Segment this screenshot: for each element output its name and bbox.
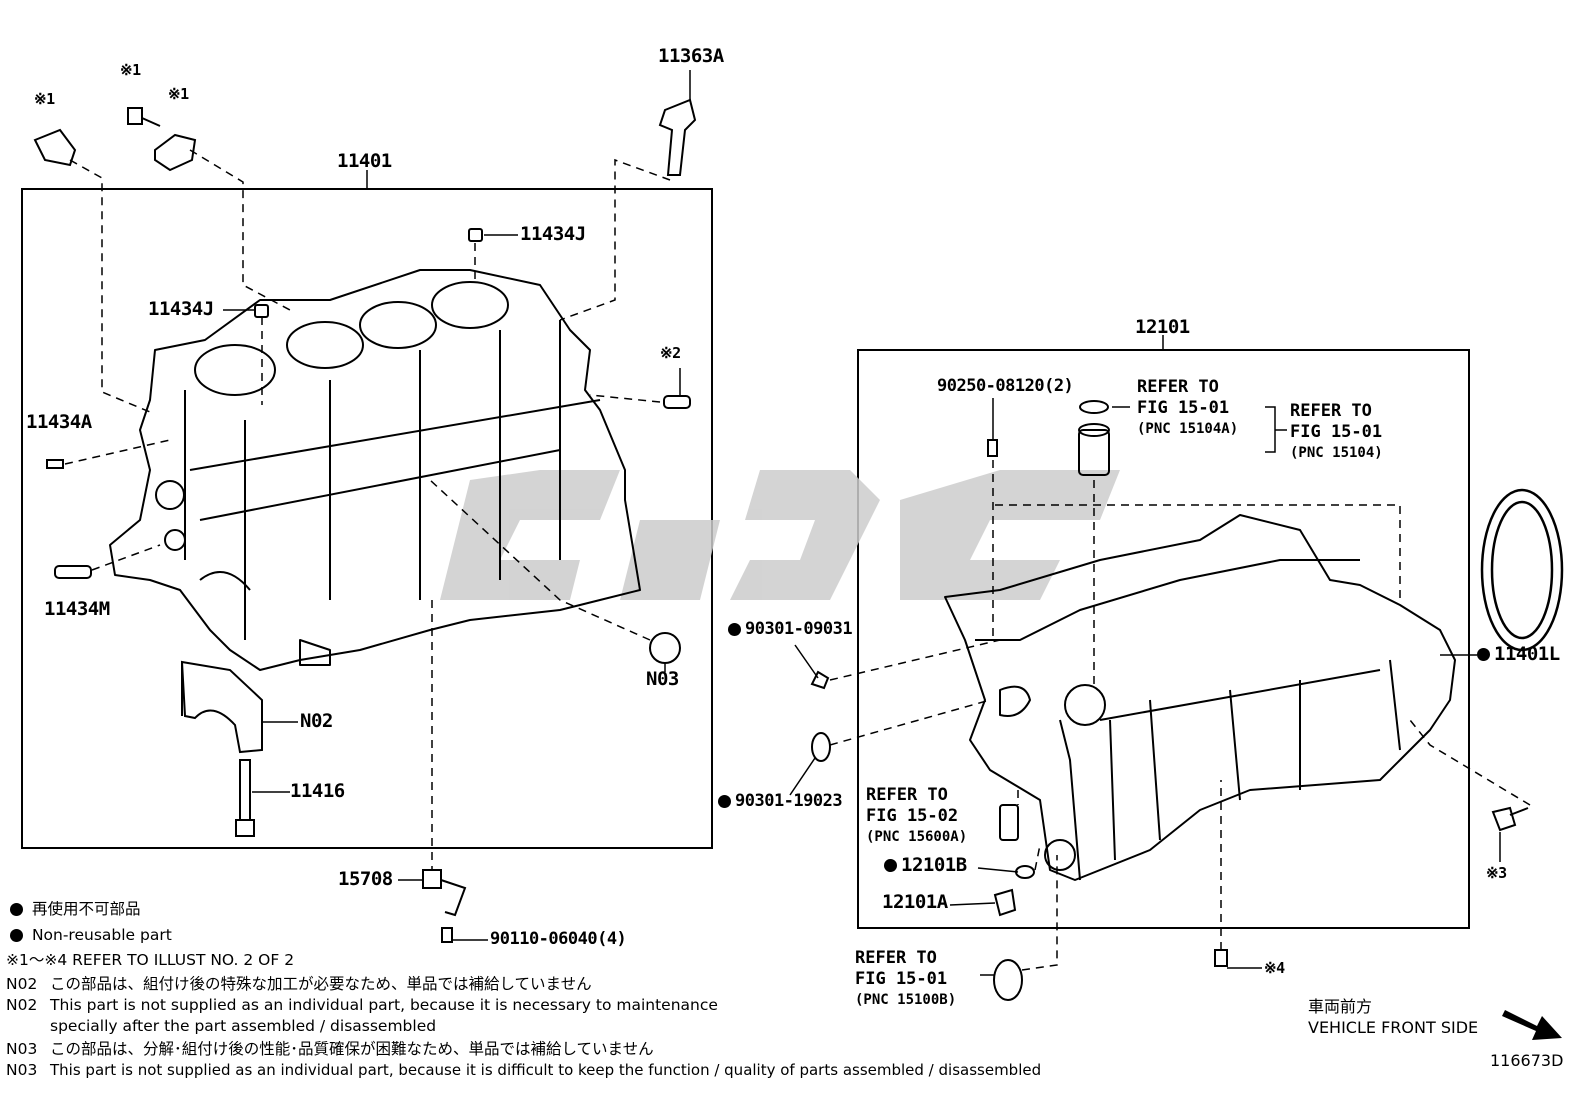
part-label-90301-19023: 90301-19023 [718,791,843,811]
part-number: 90301-09031 [745,619,853,639]
n02-en-text-2: specially after the part assembled / dis… [50,1017,437,1035]
refer-illust-note: ※1～※4 REFER TO ILLUST NO. 2 OF 2 [6,951,295,969]
refer-line1: REFER TO [1290,401,1372,421]
part-number: 90301-19023 [735,791,843,811]
ref-mark-4: ※4 [1264,959,1285,977]
refer-line2: FIG 15-01 [855,969,948,989]
part-label-11434J-left: 11434J [148,298,214,320]
cylinder-block-drawing [109,269,641,671]
refer-fig-15-01-15104A: REFER TO FIG 15-01 (PNC 15104A) [1137,377,1238,440]
oil-pan-drawing [944,514,1456,881]
tube-15708-drawing [422,869,467,917]
n02-jp-code: N02 [6,975,38,993]
refer-line1: REFER TO [855,948,937,968]
vehicle-front-jp: 車両前方 [1308,997,1373,1016]
refer-line1: REFER TO [866,785,948,805]
part-number: 11401L [1494,643,1560,665]
screw-90110-drawing [441,927,453,943]
legend-en-text: Non-reusable part [31,926,172,944]
refer-line2: FIG 15-01 [1290,422,1383,442]
n03-en-code: N03 [6,1061,38,1079]
part-label-11434J-top: 11434J [520,223,586,245]
refer-line2: FIG 15-01 [1137,398,1230,418]
part-label-11401L: 11401L [1477,645,1560,664]
oil-seal-drawing [1480,488,1564,652]
refer-line1: REFER TO [1137,377,1219,397]
bearing-cap-drawing [180,660,263,754]
refer-fig-15-01-15100B: REFER TO FIG 15-01 (PNC 15100B) [855,948,956,1011]
diagram-id: 116673D [1490,1051,1564,1070]
legend-jp-text: 再使用不可部品 [31,900,141,918]
front-arrow-icon [1502,1010,1562,1040]
part-label-11416: 11416 [290,780,345,802]
oil-strainer-drawing [810,400,1529,1001]
part-label-N03: N03 [646,668,679,690]
refer-line3: (PNC 15104) [1290,445,1383,461]
part-label-11434A: 11434A [26,411,92,433]
n03-en-text: This part is not supplied as an individu… [50,1061,1042,1079]
part-label-15708: 15708 [338,868,393,890]
part-label-90301-09031: 90301-09031 [728,619,853,639]
n02-jp-text: この部品は、組付け後の特殊な加工が必要なため、単品では補給していません [50,975,592,993]
n03-jp-code: N03 [6,1040,38,1058]
non-reusable-dot-icon [10,903,23,916]
n03-jp-text: この部品は、分解･組付け後の性能･品質確保が困難なため、単品では補給していません [50,1040,654,1058]
legend-en: Non-reusable part [10,926,172,944]
non-reusable-dot-icon [728,622,741,636]
non-reusable-dot-icon [10,929,23,942]
watermark-logo [440,470,1120,600]
ref-mark-3: ※3 [1486,864,1507,882]
legend-jp: 再使用不可部品 [10,900,141,918]
ref-mark-2: ※2 [660,344,681,362]
refer-line3: (PNC 15100B) [855,992,957,1008]
sensor-parts-drawing [33,107,197,172]
refer-line3: (PNC 15600A) [866,829,968,845]
part-label-12101B: 12101B [884,856,967,875]
part-label-12101: 12101 [1135,316,1190,338]
part-label-11401: 11401 [337,150,392,172]
part-label-12101A: 12101A [882,891,948,913]
non-reusable-dot-icon [884,859,897,872]
ref-mark-1a: ※1 [34,90,55,108]
right-dashed-leaders [829,460,1531,971]
non-reusable-dot-icon [718,794,731,808]
n02-en-code: N02 [6,996,38,1014]
n02-en-text-1: This part is not supplied as an individu… [50,996,718,1014]
part-label-90110: 90110-06040(4) [490,929,627,949]
ref-mark-1c: ※1 [168,85,189,103]
refer-line2: FIG 15-02 [866,806,959,826]
part-label-11363A: 11363A [658,45,724,67]
refer-line3: (PNC 15104A) [1137,421,1239,437]
non-reusable-dot-icon [1477,648,1490,661]
part-label-N02: N02 [300,710,333,732]
part-label-11434M: 11434M [44,598,110,620]
refer-fig-15-02-15600A: REFER TO FIG 15-02 (PNC 15600A) [866,785,967,848]
part-label-90250: 90250-08120(2) [937,376,1074,396]
bolt-11416-drawing [235,759,255,837]
left-dashed-leaders [64,149,671,870]
ref-mark-1b: ※1 [120,61,141,79]
part-number: 12101B [901,854,967,876]
vehicle-front-side-label: 車両前方 VEHICLE FRONT SIDE [1308,996,1478,1038]
vehicle-front-en: VEHICLE FRONT SIDE [1308,1018,1479,1037]
refer-fig-15-01-15104: REFER TO FIG 15-01 (PNC 15104) [1290,401,1383,464]
bracket-11363A-drawing [658,98,697,176]
